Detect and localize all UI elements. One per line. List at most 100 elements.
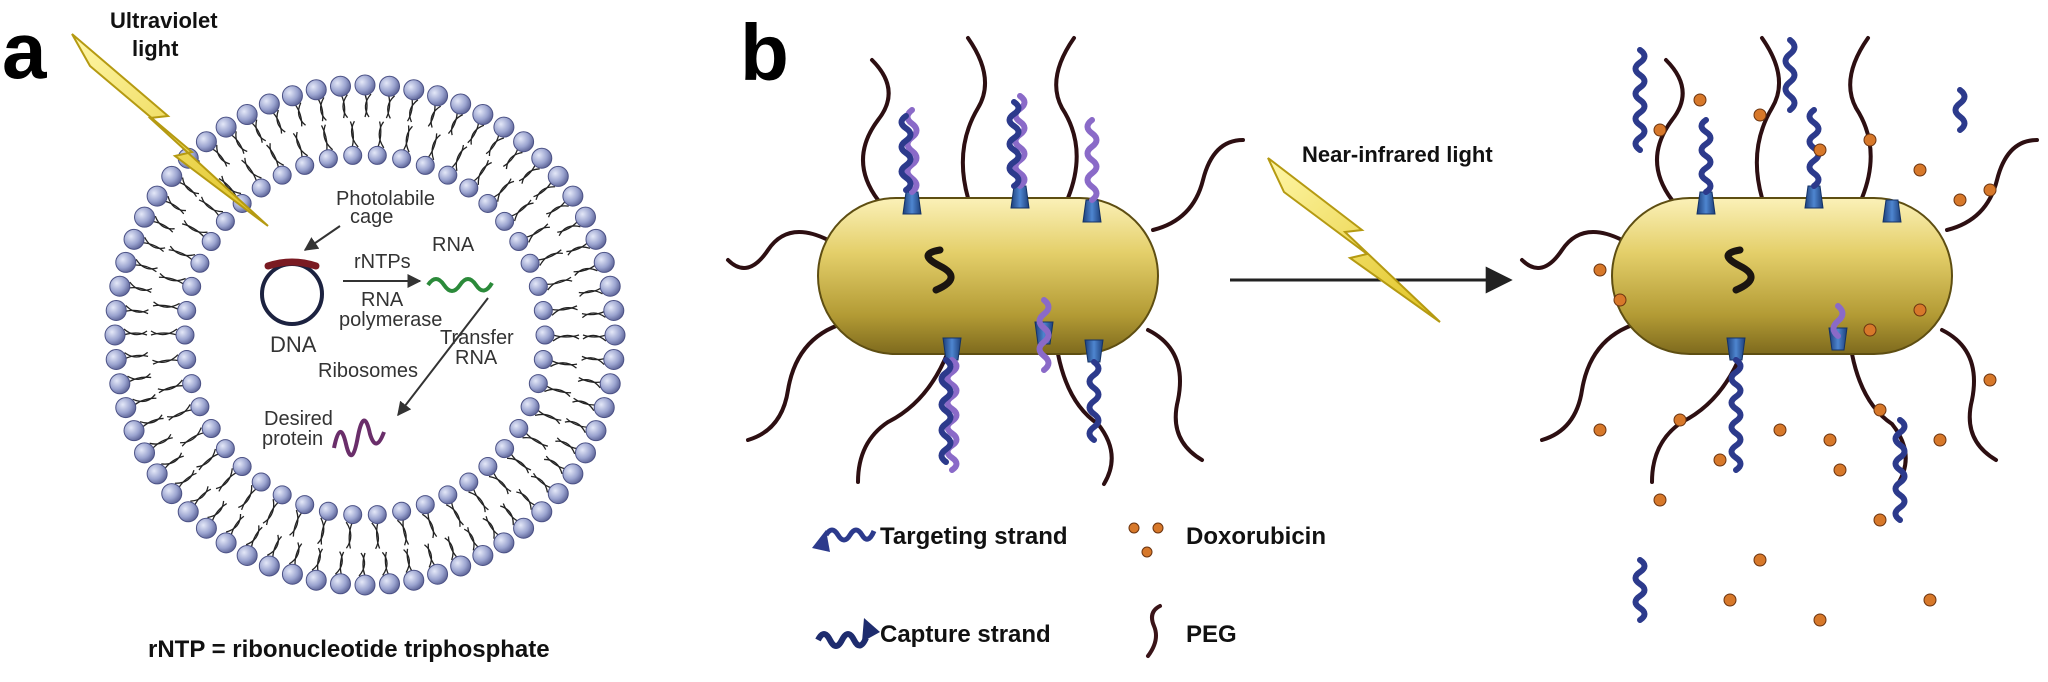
lipid-tail-inner — [551, 307, 578, 316]
lipid-tail-outer — [572, 400, 595, 412]
lipid-tail-inner — [196, 448, 217, 468]
lipid-tail-inner — [528, 226, 550, 243]
lipid-tail-outer — [381, 551, 388, 576]
lipid-tail-outer — [532, 472, 552, 489]
transfer-rna-line1: Transfer — [440, 327, 514, 349]
lipid-head-inner — [295, 155, 315, 175]
lipid-head-outer — [146, 185, 168, 207]
legend-capture-strand-label: Capture strand — [880, 621, 1051, 648]
lipid-tail-outer — [250, 526, 263, 548]
lipid-tail-inner — [492, 178, 512, 199]
lipid-tail-outer — [424, 544, 433, 568]
lipid-tail-inner — [152, 304, 180, 310]
lipid-tail-outer — [211, 502, 228, 522]
lipid-tail-outer — [409, 99, 419, 123]
doxorubicin-molecule — [1593, 263, 1607, 277]
dox-dot-icon-3 — [1141, 546, 1153, 558]
lipid-head-outer — [493, 532, 515, 554]
doxorubicin-molecule — [1693, 93, 1707, 107]
lipid-tail-inner — [198, 453, 220, 471]
lipid-head-inner — [295, 495, 315, 515]
peg-chain — [1146, 328, 1204, 462]
peg-chains-left — [726, 36, 1245, 486]
lipid-tail-outer — [152, 220, 174, 233]
lipid-head-outer — [105, 349, 127, 371]
targeting-strand-helix — [1086, 359, 1102, 443]
lipid-head-inner — [318, 501, 338, 521]
lipid-tail-inner — [427, 133, 438, 159]
lipid-tail-outer — [235, 131, 248, 153]
lipid-tail-outer — [557, 220, 579, 233]
lipid-head-inner — [520, 397, 540, 417]
lipid-tail-outer — [485, 516, 500, 536]
transfer-rna-line2: RNA — [455, 347, 498, 369]
lipid-tail-outer — [167, 195, 186, 212]
lipid-tail-outer — [216, 144, 230, 165]
lipid-tail-outer — [151, 437, 173, 450]
lipid-tail-outer — [579, 290, 603, 297]
lipid-tail-outer — [482, 517, 495, 539]
lipid-head-outer — [161, 165, 183, 187]
lipid-head-inner — [415, 495, 435, 515]
legend-doxorubicin-label: Doxorubicin — [1186, 523, 1326, 550]
lipid-tail-inner — [292, 132, 303, 158]
peg-chain — [1520, 230, 1624, 270]
targeting-strand-helix — [1698, 117, 1714, 195]
lipid-tail-outer — [521, 168, 540, 184]
lipid-tail-inner — [472, 488, 489, 511]
lipid-tail-outer — [488, 137, 505, 156]
lipid-head-outer — [599, 373, 621, 395]
lipid-head-outer — [215, 116, 237, 138]
lipid-tail-outer — [294, 103, 303, 127]
lipid-tail-inner — [552, 334, 580, 338]
lipid-head-inner — [459, 472, 479, 492]
lipid-tail-outer — [567, 246, 591, 256]
lipid-tail-outer — [320, 97, 327, 121]
lipid-tail-inner — [345, 521, 352, 549]
lipid-head-inner — [478, 457, 498, 477]
lipid-head-outer — [109, 275, 131, 297]
lipid-tail-outer — [127, 373, 151, 380]
doxorubicin-molecule — [1923, 593, 1937, 607]
lipid-tail-outer — [358, 552, 366, 577]
lipid-head-outer — [585, 228, 607, 250]
lipid-tail-outer — [250, 121, 263, 143]
lipid-head-outer — [258, 555, 280, 577]
doxorubicin-molecule — [1713, 453, 1727, 467]
lipid-tail-inner — [445, 504, 461, 527]
lipid-tail-outer — [211, 148, 228, 167]
lipid-tail-inner — [238, 485, 253, 509]
lipid-head-inner — [343, 505, 363, 525]
lipid-tail-outer — [190, 486, 209, 502]
lipid-tail-outer — [533, 181, 552, 198]
lipid-head-outer — [195, 131, 217, 153]
lipid-head-inner — [215, 211, 235, 231]
lipid-head-inner — [215, 439, 235, 459]
lipid-tail-inner — [348, 522, 353, 549]
lipid-tail-outer — [123, 328, 148, 336]
doxorubicin-molecule — [1913, 163, 1927, 177]
lipid-tail-outer — [581, 310, 606, 316]
lipid-tail-inner — [349, 121, 355, 148]
lipid-head-outer — [236, 104, 258, 126]
lipid-tail-outer — [502, 148, 519, 168]
lipid-tail-inner — [198, 199, 220, 217]
lipid-tail-inner — [534, 413, 561, 425]
lipid-tail-outer — [194, 488, 212, 506]
lipid-tail-outer — [123, 332, 148, 336]
lipid-tail-inner — [152, 354, 179, 363]
rna-strand-icon — [426, 277, 494, 293]
capture-strand-helix — [1084, 117, 1100, 203]
lipid-head-inner — [182, 374, 202, 394]
lipid-head-inner — [177, 300, 197, 320]
lipid-tail-inner — [525, 432, 549, 447]
dox-dot-icon-2 — [1152, 522, 1164, 534]
lipid-head-inner — [201, 419, 221, 439]
lipid-tail-outer — [364, 93, 368, 118]
lipid-tail-outer — [578, 376, 602, 384]
lipid-tail-outer — [141, 417, 164, 428]
lipid-tail-inner — [552, 334, 580, 342]
lipid-tail-inner — [546, 276, 572, 285]
lipid-tail-outer — [573, 397, 596, 406]
lipid-tail-outer — [128, 376, 152, 383]
